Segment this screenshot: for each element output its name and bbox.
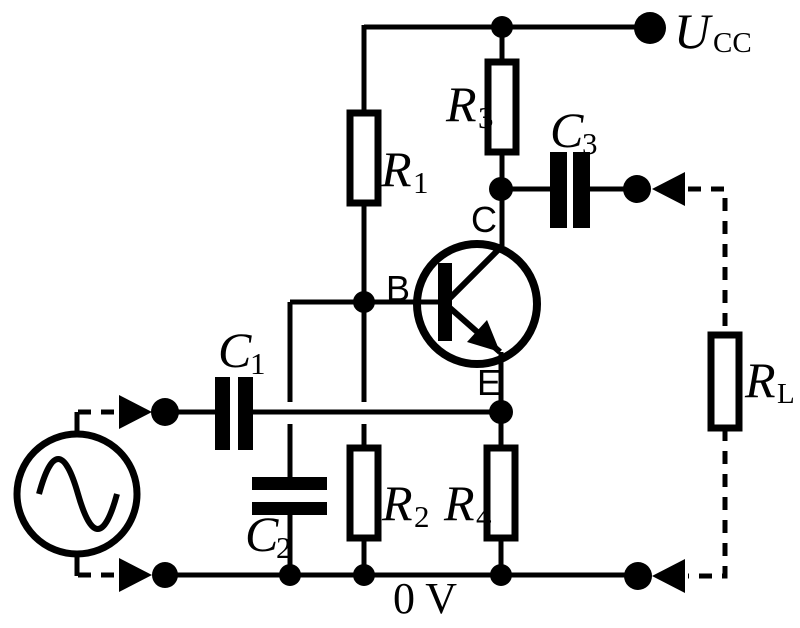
r2-body <box>346 444 382 542</box>
collector-pin-label: C <box>471 199 497 240</box>
r3-label-sub: 3 <box>478 100 494 135</box>
output-top-terminal-dot <box>623 175 651 203</box>
supply-rail: U CC <box>364 3 752 59</box>
output-bottom-arrow-icon <box>652 559 685 593</box>
resistor-r2: R 2 <box>346 444 430 575</box>
input-top-terminal-dot <box>151 398 179 426</box>
c1-plate-right <box>238 377 253 450</box>
c3-plate-right <box>573 152 590 228</box>
resistor-r4: R 4 <box>443 412 519 575</box>
rl-label: R <box>744 352 776 408</box>
r4-label-sub: 4 <box>476 499 492 534</box>
transistor-base-bar <box>438 263 452 341</box>
r1-label: R <box>380 141 412 197</box>
rl-top-dashed-lead <box>688 186 728 335</box>
capacitor-c3: C 3 <box>501 102 637 228</box>
junction-dot-emitter <box>489 400 513 424</box>
c2-plate-top <box>252 477 327 490</box>
signal-source <box>13 412 141 576</box>
resistor-r1: R 1 <box>346 25 429 302</box>
ground-voltage-label: 0 V <box>393 574 457 623</box>
r3-label: R <box>445 76 477 132</box>
c2-label: C <box>245 506 279 562</box>
capacitor-c2: C 2 <box>245 477 327 575</box>
supply-label-sub: CC <box>713 27 752 59</box>
r1-label-sub: 1 <box>413 165 429 200</box>
transistor: C B E <box>386 177 541 424</box>
c2-label-sub: 2 <box>276 530 292 565</box>
rl-bottom-dashed-lead <box>688 428 728 579</box>
c2-plate-bottom <box>252 502 327 515</box>
supply-terminal-dot <box>634 12 666 44</box>
c1-plate-left <box>215 377 230 450</box>
emitter-pin-label: E <box>477 362 501 403</box>
junction-dot-r2-ground <box>353 564 375 586</box>
r2-label: R <box>381 475 413 531</box>
r4-label: R <box>443 475 475 531</box>
c1-label: C <box>218 322 252 378</box>
junction-dot-c2-ground <box>279 564 301 586</box>
capacitor-c1: C 1 <box>165 322 501 450</box>
c3-label-sub: 3 <box>582 126 598 161</box>
rl-label-sub: L <box>777 378 795 410</box>
r1-body <box>346 109 382 207</box>
c3-label: C <box>550 102 584 158</box>
supply-label: U <box>674 3 713 59</box>
c3-plate-left <box>550 152 567 228</box>
base-pin-label: B <box>386 268 410 309</box>
rl-body <box>707 331 743 432</box>
sine-wave-icon <box>36 456 120 532</box>
c1-label-sub: 1 <box>250 346 266 381</box>
junction-dot-base <box>353 291 375 313</box>
output-top-arrow-icon <box>652 172 685 206</box>
junction-dot-collector <box>489 177 513 201</box>
r2-label-sub: 2 <box>414 499 430 534</box>
ground-rail: 0 V <box>165 564 638 623</box>
junction-dot-r4-ground <box>490 564 512 586</box>
collector-diagonal <box>447 243 505 301</box>
input-bottom-arrow-icon <box>119 558 152 592</box>
emitter-arrow-icon <box>467 320 500 352</box>
resistor-r3: R 3 <box>445 27 520 189</box>
resistor-rl: R L <box>623 172 795 593</box>
input-top-arrow-icon <box>119 395 152 429</box>
